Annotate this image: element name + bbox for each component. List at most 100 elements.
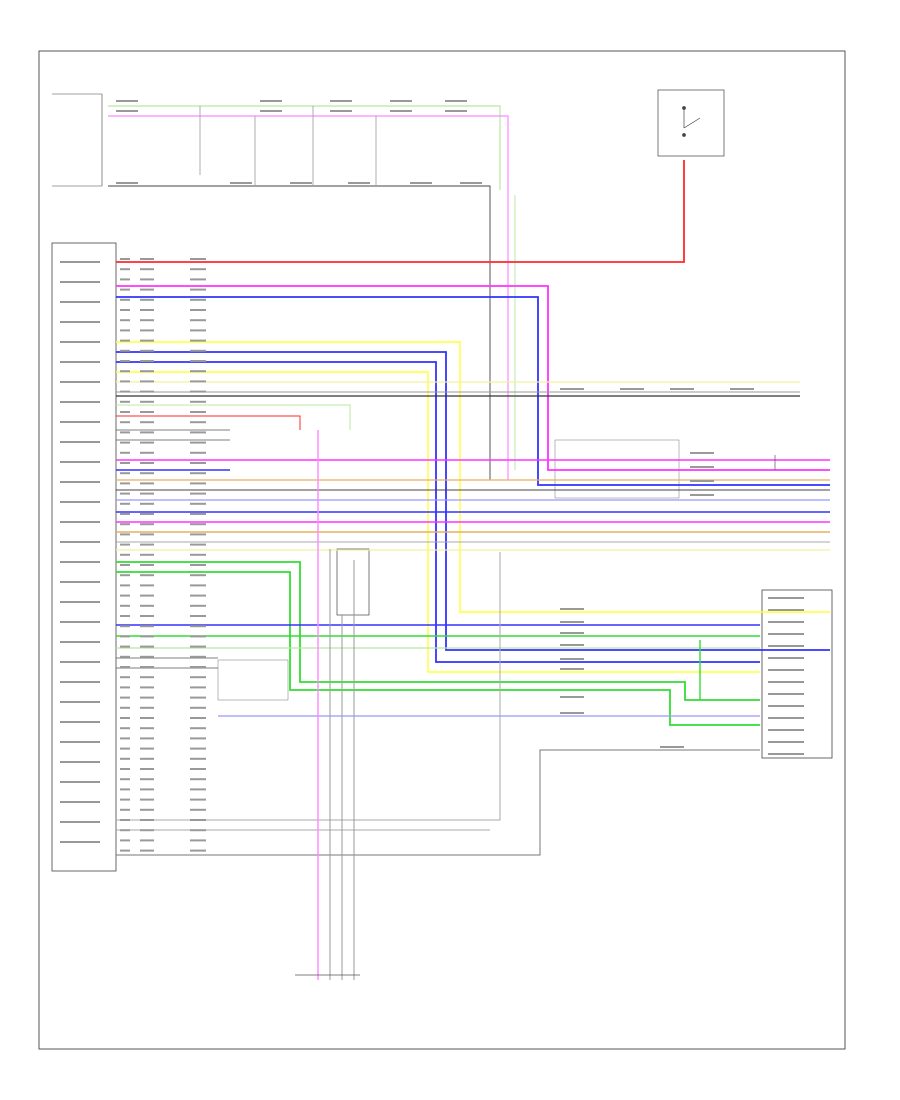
wire-code [140,696,154,699]
wire-color-code [190,553,206,556]
fuse-box [657,89,725,157]
wire-color-code [190,543,206,546]
wire-code [140,513,154,515]
pin-number [120,788,130,791]
pin-number [120,829,130,832]
wire-red-2 [116,415,301,430]
wire-code [140,451,154,454]
pin-function-label [60,461,100,463]
wire-color-code [190,686,206,689]
wire-code [140,258,154,260]
wire-code [140,298,154,301]
pin-function-label [60,641,100,643]
wire-top-green [108,105,501,190]
pin-number [120,808,130,811]
right-pin-label [768,681,804,683]
wire-color-code [190,339,206,342]
pin-number [120,360,130,362]
pin-number [120,849,130,852]
wire-code [140,747,154,750]
wire-code [140,727,154,730]
right-pin-label [768,741,804,743]
wire-blue-2 [116,351,830,651]
pin-function-label [60,441,100,443]
pin-number [120,676,130,679]
pin-number [120,768,130,770]
wire-color-code [190,309,206,311]
wire-color-code [190,441,206,444]
wire-code [140,421,154,424]
wire-color-code [190,747,206,750]
harness-label [116,100,138,102]
pin-number [120,329,130,332]
right-pin-label [768,657,804,659]
pin-number [120,645,130,648]
wire-code [140,604,154,607]
wire-color-code [190,319,206,322]
wire-color-code [190,360,206,362]
harness-label [116,110,138,112]
wire-color-code [190,798,206,801]
wire-color-code [190,390,206,393]
wire-color-code [190,808,206,811]
wire-color-code [190,411,206,413]
pin-number [120,400,130,403]
pin-number [120,288,130,291]
wire-color-code [190,472,206,475]
wire-code [140,849,154,852]
wire-label [560,658,584,660]
wire-color-code [190,666,206,668]
wire-color-code [190,513,206,515]
wire-code [140,829,154,832]
pin-number [120,431,130,434]
pin-number [120,747,130,750]
pin-function-label [60,721,100,723]
wire-color-code [190,819,206,821]
harness-label [390,110,412,112]
wire-code [140,553,154,556]
wire-code [140,645,154,648]
connector-box-right [554,439,680,499]
harness-label [260,100,282,102]
pin-number [120,258,130,260]
wire-label [560,668,584,670]
wire-code [140,737,154,740]
wire-code [140,655,154,658]
wire-color-code [190,717,206,719]
wire-code [140,533,154,536]
pin-number [120,594,130,597]
wire-color-code [190,849,206,852]
wire-color-code [190,278,206,281]
harness-label [390,100,412,102]
left-module-box [51,242,117,872]
harness-label [116,182,138,184]
pin-number [120,686,130,689]
pin-number [120,757,130,760]
pin-function-label [60,401,100,403]
page-frame [38,50,846,1050]
wire-color-code [190,380,206,383]
pin-number [120,421,130,424]
wire-label [690,466,714,468]
top-left-connector [52,93,103,187]
wire-code [140,278,154,281]
right-pin-label [768,669,804,671]
labels [60,100,804,852]
wire-code [140,798,154,801]
pin-number [120,543,130,546]
wire-color-code [190,778,206,781]
wire-code [140,523,154,526]
wire-code [140,349,154,352]
wire-label [660,746,684,748]
wire-top-pink [108,115,509,480]
wire-code [140,757,154,760]
wire-magenta-1 [116,285,830,471]
wire-yellow-1 [116,341,830,613]
pin-number [120,451,130,454]
wire-color-code [190,594,206,597]
wire-code [140,319,154,322]
pin-function-label [60,781,100,783]
wire-code [140,574,154,577]
pin-number [120,482,130,485]
right-pin-label [768,609,804,611]
